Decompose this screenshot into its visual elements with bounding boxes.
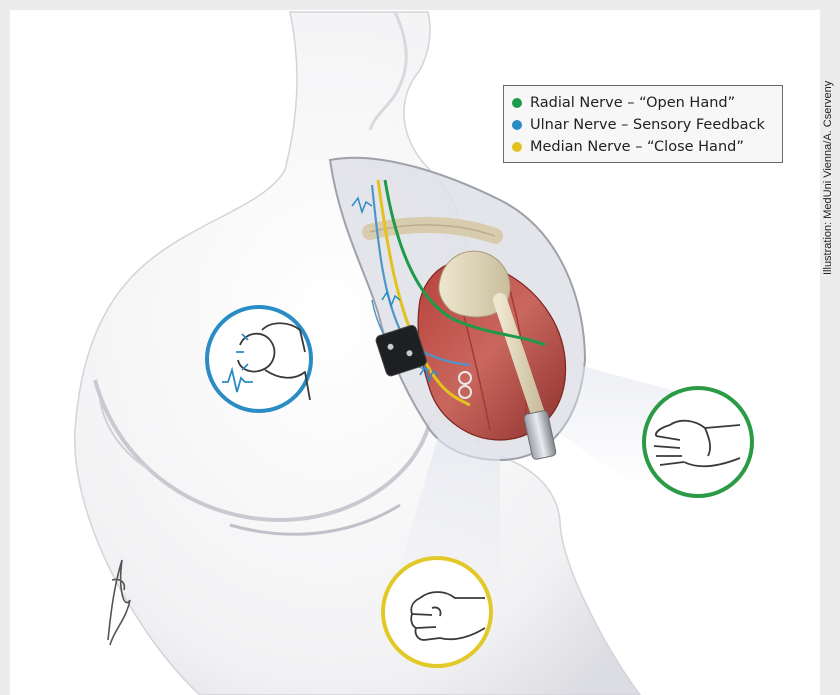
open-hand-circle bbox=[644, 388, 752, 496]
legend-label-median: Median Nerve – “Close Hand” bbox=[530, 139, 744, 155]
legend-row-ulnar: Ulnar Nerve – Sensory Feedback bbox=[512, 114, 774, 136]
legend-row-radial: Radial Nerve – “Open Hand” bbox=[512, 92, 774, 114]
nerve-legend: Radial Nerve – “Open Hand” Ulnar Nerve –… bbox=[503, 85, 783, 163]
legend-row-median: Median Nerve – “Close Hand” bbox=[512, 136, 774, 158]
close-hand-circle bbox=[383, 558, 491, 666]
legend-label-radial: Radial Nerve – “Open Hand” bbox=[530, 95, 735, 111]
legend-dot-blue bbox=[512, 120, 522, 130]
sensory-feedback-circle bbox=[207, 307, 311, 411]
legend-dot-yellow bbox=[512, 142, 522, 152]
legend-label-ulnar: Ulnar Nerve – Sensory Feedback bbox=[530, 117, 765, 133]
illustration-credit: Illustration: MedUni Vienna/A. Cserveny bbox=[822, 20, 834, 275]
legend-dot-green bbox=[512, 98, 522, 108]
